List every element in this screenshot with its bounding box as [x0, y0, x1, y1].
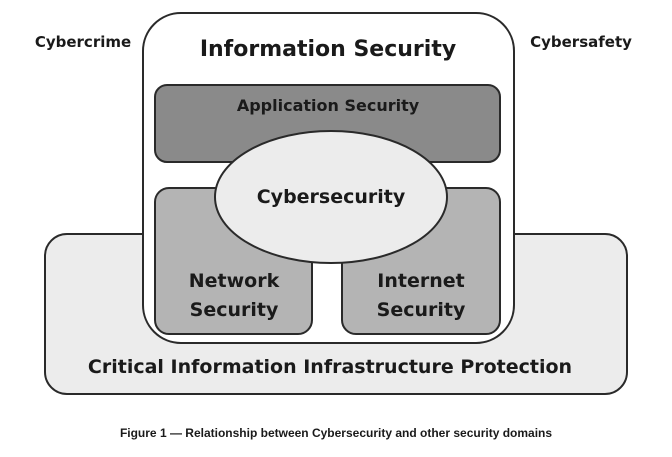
figure-caption: Figure 1 — Relationship between Cybersec…: [120, 426, 552, 440]
internet-security-label-line2: Security: [377, 299, 466, 321]
network-security-label-line1: Network: [189, 270, 280, 292]
application-security-label: Application Security: [237, 96, 420, 115]
information-security-label: Information Security: [200, 37, 456, 62]
cybersecurity-label: Cybersecurity: [257, 186, 406, 208]
ciip-label: Critical Information Infrastructure Prot…: [88, 356, 572, 378]
internet-security-label-line1: Internet: [377, 270, 464, 292]
network-security-label-line2: Security: [190, 299, 279, 321]
cybercrime-label: Cybercrime: [35, 33, 131, 51]
cybersecurity-ellipse: [214, 130, 448, 264]
cybersafety-label: Cybersafety: [530, 33, 632, 51]
